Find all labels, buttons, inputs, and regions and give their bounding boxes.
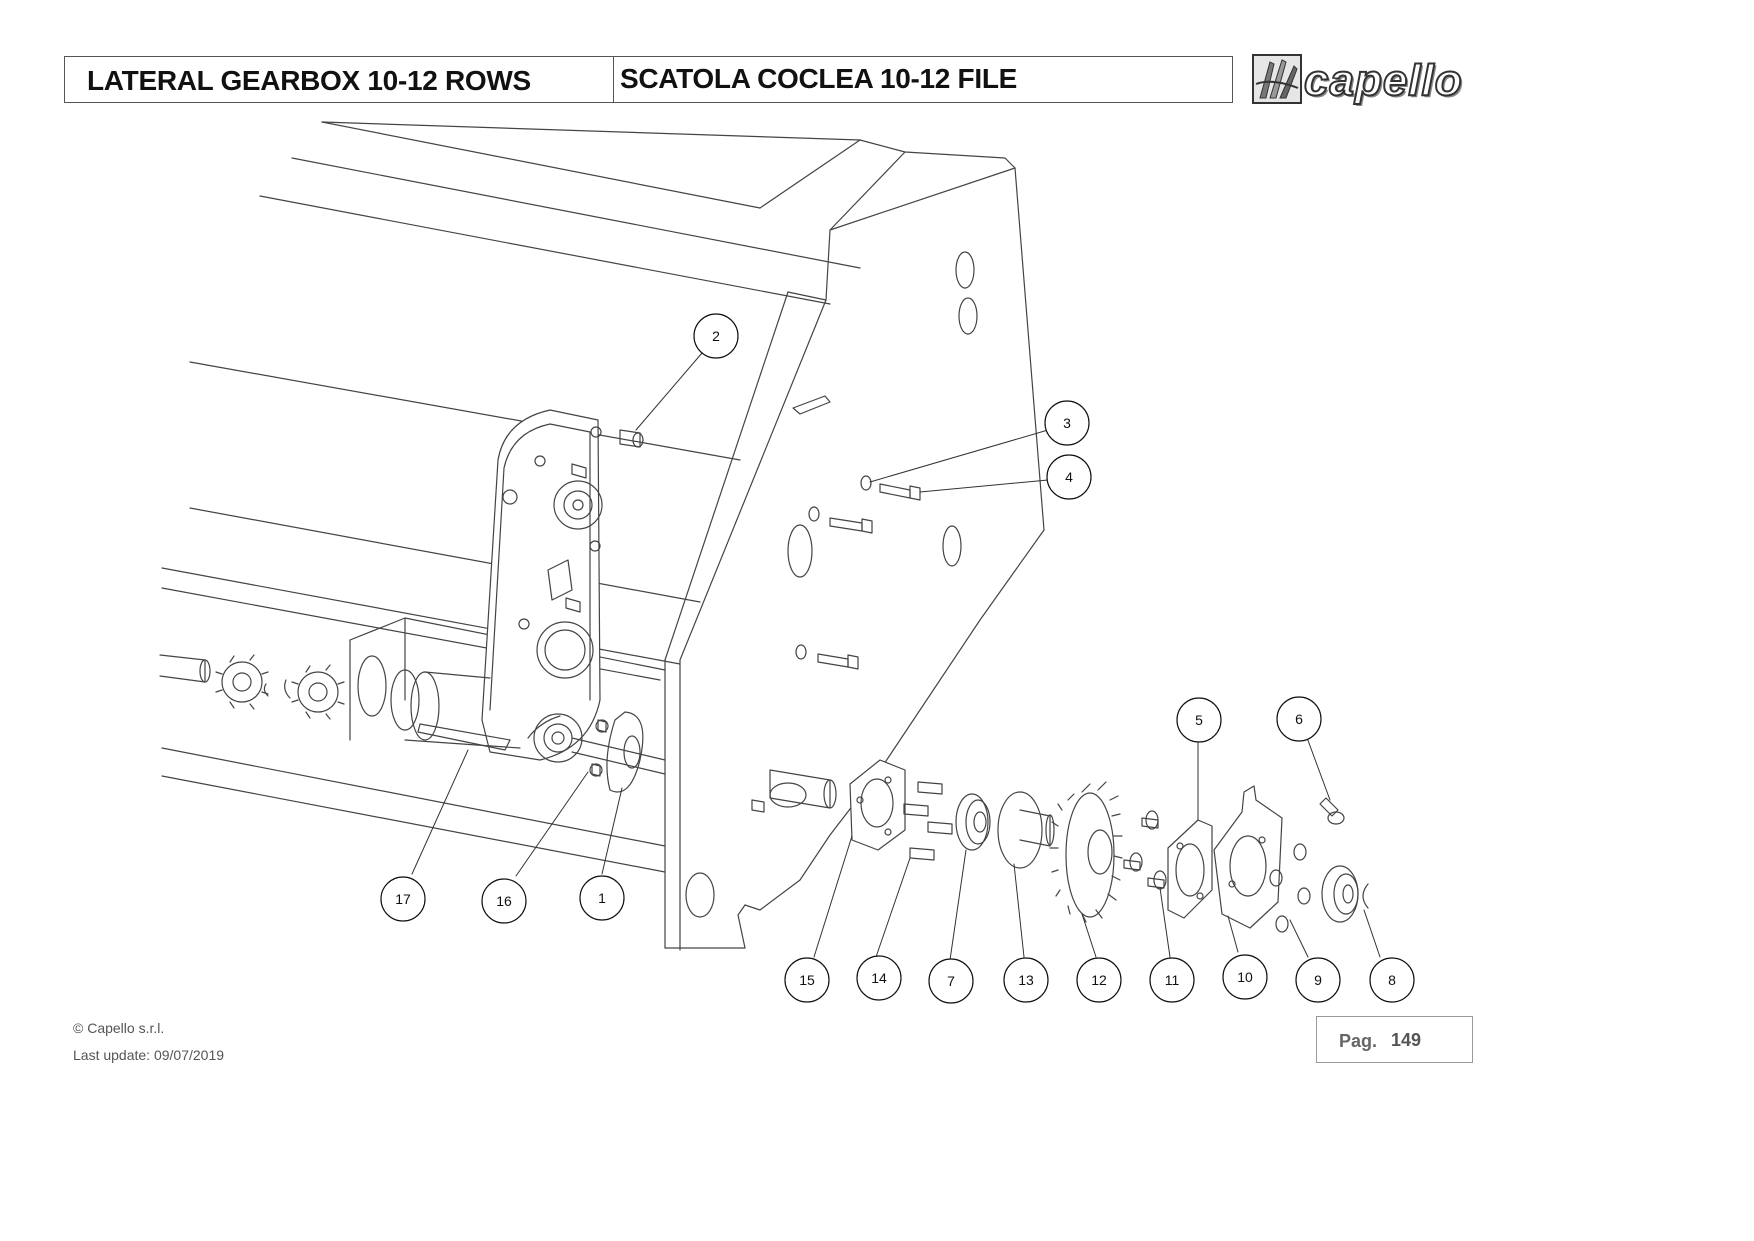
last-update-date: Last update: 09/07/2019	[73, 1047, 225, 1063]
exploded-view-drawing: 2 3 4 5 6 17 16 1 15 14 7 13 12 11 10 9 …	[159, 121, 1415, 1004]
callout-2: 2	[712, 328, 720, 344]
stub-shaft	[751, 769, 837, 813]
page-number-box: Pag. 149	[1316, 1016, 1473, 1063]
callout-16: 16	[496, 893, 512, 909]
callout-4: 4	[1065, 469, 1073, 485]
callout-12: 12	[1091, 972, 1107, 988]
auger-tube	[404, 671, 521, 751]
small-sprocket-right	[291, 664, 345, 720]
sprocket-part-12	[1049, 781, 1123, 923]
callout-circle-17	[380, 876, 426, 922]
bolt-part-6	[1319, 797, 1345, 825]
trough-rails	[161, 361, 741, 873]
callout-circle-2	[693, 313, 739, 359]
logo-wordmark: capello	[1303, 55, 1463, 106]
title-italian: SCATOLA COCLEA 10-12 FILE	[620, 63, 1017, 94]
callout-9: 9	[1314, 972, 1322, 988]
callout-circle-6	[1276, 696, 1322, 742]
callout-14: 14	[871, 970, 887, 986]
callout-3: 3	[1063, 415, 1071, 431]
bearing-part-7	[955, 793, 991, 851]
page-number: 149	[1391, 1030, 1422, 1050]
corn-emblem-icon	[1252, 54, 1302, 104]
callout-15: 15	[799, 972, 815, 988]
small-sprocket-left	[215, 654, 269, 710]
side-frame-plate	[664, 139, 1045, 951]
callout-circle-14	[856, 955, 902, 1001]
callout-circle-8	[1369, 957, 1415, 1003]
flange-part-5	[1167, 819, 1213, 919]
callout-1: 1	[598, 890, 606, 906]
callout-10: 10	[1237, 969, 1253, 985]
copyright-notice: © Capello s.r.l.	[73, 1020, 165, 1036]
callout-circle-10	[1222, 954, 1268, 1000]
callout-5: 5	[1195, 712, 1203, 728]
callout-17: 17	[395, 891, 411, 907]
bearing-part-8	[1321, 865, 1369, 923]
bolts-part-9	[1269, 843, 1311, 933]
flange-part-15	[849, 759, 906, 851]
title-bar: LATERAL GEARBOX 10-12 ROWS SCATOLA COCLE…	[64, 56, 1233, 103]
hopper-top-rails	[259, 121, 1016, 305]
callout-6: 6	[1295, 711, 1303, 727]
spacer-part-2	[619, 429, 644, 448]
callout-circle-4	[1046, 454, 1092, 500]
callout-7: 7	[947, 973, 955, 989]
callout-circle-15	[784, 957, 830, 1003]
callout-labels: 2 3 4 5 6 17 16 1 15 14 7 13 12 11 10 9 …	[395, 328, 1396, 989]
callout-8: 8	[1388, 972, 1396, 988]
output-shaft	[571, 711, 666, 793]
gearbox-housing	[481, 409, 603, 763]
callout-circle-11	[1149, 957, 1195, 1003]
callout-13: 13	[1018, 972, 1034, 988]
bolts-part-14	[903, 781, 953, 861]
callout-11: 11	[1165, 972, 1180, 988]
callout-circles	[380, 313, 1415, 1004]
drive-shaft-assembly	[159, 654, 345, 720]
leader-lines	[411, 352, 1381, 961]
bolts-part-11	[1123, 810, 1167, 890]
callout-circle-12	[1076, 957, 1122, 1003]
bracket-part-10	[1213, 785, 1283, 929]
capello-logo: capello	[1252, 54, 1478, 106]
title-divider	[613, 57, 614, 102]
callout-circle-1	[579, 875, 625, 921]
callout-circle-16	[481, 878, 527, 924]
frame-holes	[685, 251, 978, 918]
callout-circle-3	[1044, 400, 1090, 446]
callout-circle-5	[1176, 697, 1222, 743]
callout-circle-7	[928, 958, 974, 1004]
page-label: Pag.	[1339, 1031, 1378, 1051]
frame-bolts	[795, 475, 921, 670]
parts-diagram-page: LATERAL GEARBOX 10-12 ROWS SCATOLA COCLE…	[64, 54, 1478, 1063]
title-english: LATERAL GEARBOX 10-12 ROWS	[87, 65, 531, 96]
hub-part-13	[997, 791, 1055, 869]
callout-circle-9	[1295, 957, 1341, 1003]
callout-circle-13	[1003, 957, 1049, 1003]
